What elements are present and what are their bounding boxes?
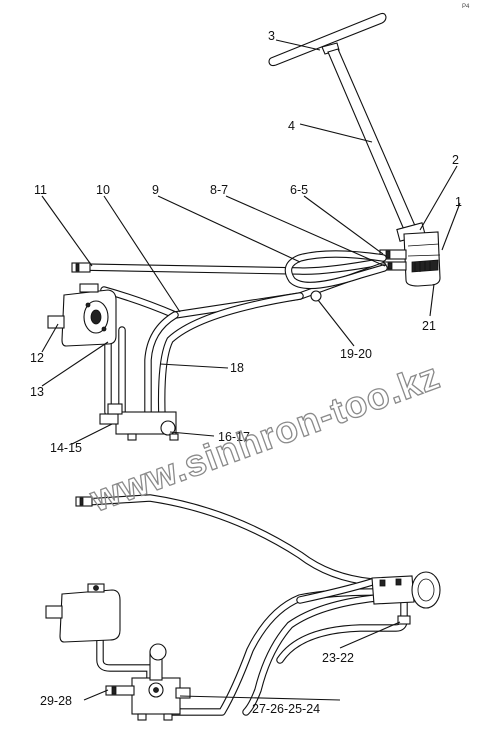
fitting-23-22 [397, 615, 411, 625]
corner-mark: P4 [462, 4, 470, 10]
pipe-18b [159, 293, 303, 421]
label-19-20: 19-20 [340, 347, 372, 361]
steering-wheel [268, 12, 387, 67]
label-11: 11 [34, 183, 47, 197]
label-23-22: 23-22 [322, 651, 354, 665]
label-10: 10 [96, 183, 110, 197]
hose-9 [285, 251, 387, 289]
pump-outlet-pipe [97, 637, 153, 703]
pump-housing-bottom [59, 589, 121, 643]
label-12: 12 [30, 351, 44, 365]
pump-shaft-12 [47, 315, 65, 329]
steering-unit-bracket [371, 575, 415, 605]
leader-lines [41, 39, 461, 701]
label-27-26-25-24: 27-26-25-24 [252, 702, 320, 716]
valve-fitting-14-15 [99, 413, 119, 425]
hose-upper-bottom [83, 495, 375, 585]
valve-fitting-29-28 [105, 685, 135, 696]
valve-fitting-27-24 [175, 687, 191, 699]
hose-bottom-end-fitting [75, 496, 93, 507]
steering-unit [403, 231, 441, 287]
hydraulic-hoses-top [71, 250, 388, 422]
valve-fitting-16-17 [160, 420, 176, 436]
label-3: 3 [268, 29, 275, 43]
steering-unit-bottom-body [411, 571, 441, 609]
steering-column [327, 48, 417, 233]
hose-return-bottom [243, 595, 379, 715]
label-6-5: 6-5 [290, 183, 308, 197]
hose-11 [77, 259, 383, 274]
fitting-19-20 [310, 290, 322, 302]
label-4: 4 [288, 119, 295, 133]
pipe-18 [145, 312, 178, 421]
label-1: 1 [455, 195, 462, 209]
label-2: 2 [452, 153, 459, 167]
hose-11-end-fitting [71, 262, 91, 273]
label-14-15: 14-15 [50, 441, 82, 455]
valve-block-bottom [105, 643, 191, 721]
pump-assembly-bottom [45, 583, 121, 643]
watermark: www.sinhron-too.kz [84, 355, 445, 520]
valve-block-top [99, 403, 179, 441]
callout-labels: 1 2 3 4 6-5 8-7 9 10 11 12 13 14-15 16-1… [30, 29, 462, 716]
label-16-17: 16-17 [218, 430, 250, 444]
label-8-7: 8-7 [210, 183, 228, 197]
steering-unit-bottom [371, 571, 441, 625]
steering-column-assembly [268, 12, 441, 287]
label-18: 18 [230, 361, 244, 375]
pump-assembly-top [47, 283, 117, 347]
label-29-28: 29-28 [40, 694, 72, 708]
pump-top-fitting [79, 283, 99, 293]
valve-cap [149, 643, 167, 661]
label-9: 9 [152, 183, 159, 197]
hydraulic-hoses-bottom [75, 494, 408, 716]
label-21: 21 [422, 319, 436, 333]
label-13: 13 [30, 385, 44, 399]
pump-shaft-bottom [45, 605, 63, 619]
